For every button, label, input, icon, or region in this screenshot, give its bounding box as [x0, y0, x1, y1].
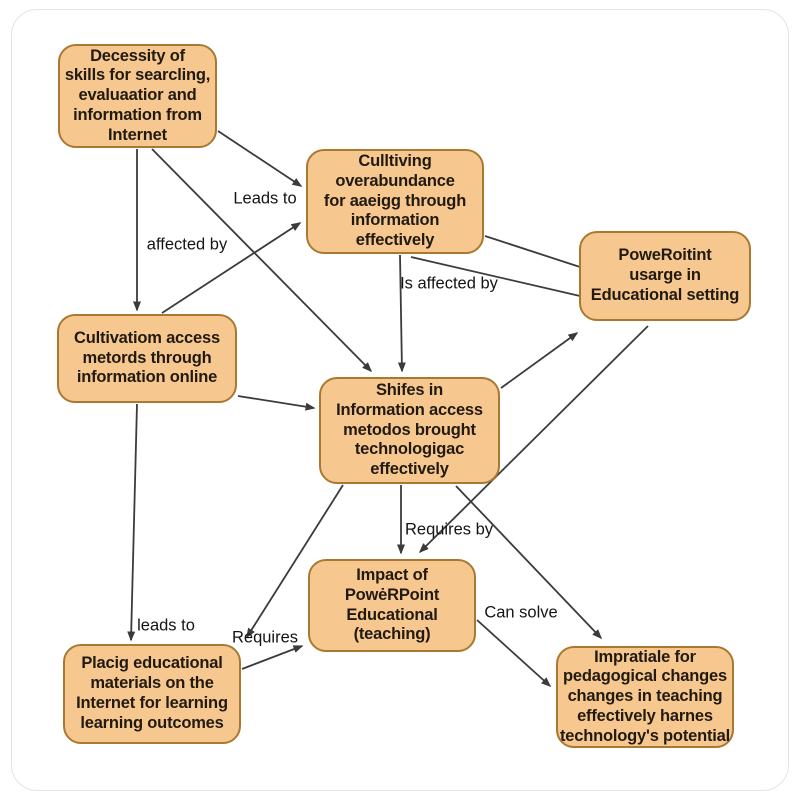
node-cultivation-access: Cultivatiom access metords through infor… — [57, 314, 237, 403]
node-label-imperative-pedagogical: Impratiale for pedagogical changes chang… — [559, 647, 731, 745]
node-label-cultivation-access: Cultivatiom access metords through infor… — [74, 328, 220, 387]
edge-placing-to-impact — [241, 645, 304, 670]
edge-label-necessity-to-cultivation: affected by — [146, 235, 228, 254]
node-necessity-skills: Decessity of skills for searcling, evalu… — [58, 44, 217, 148]
edge-shifts-to-placing — [246, 484, 344, 639]
node-label-impact-powerpoint: Impact of PowėRPoint Educational (teachi… — [344, 565, 440, 644]
edge-impact-to-imperative — [476, 619, 552, 688]
edge-shifts-to-imperative — [455, 485, 603, 640]
node-placing-materials: Placig educational materials on the Inte… — [63, 644, 241, 744]
node-label-necessity-skills: Decessity of skills for searcling, evalu… — [64, 46, 211, 144]
node-label-placing-materials: Placig educational materials on the Inte… — [76, 654, 228, 732]
node-label-powerpoint-usage: PoweRoitint usarge in Educational settin… — [590, 246, 740, 304]
edge-label-cultivation-to-cultivating: Leads to — [233, 189, 297, 208]
node-powerpoint-usage: PoweRoitint usarge in Educational settin… — [579, 231, 751, 321]
edge-label-impact-to-imperative: Can solve — [484, 603, 558, 622]
node-imperative-pedagogical: Impratiale for pedagogical changes chang… — [556, 646, 734, 748]
node-label-shifts-information-access: Shifes in Information access metodos bro… — [336, 381, 483, 479]
edge-label-cultivation-to-placing: leads to — [137, 616, 195, 635]
edge-cultivation-to-cultivating — [161, 222, 302, 314]
edge-cultivation-to-placing — [127, 403, 138, 642]
node-label-cultivating-overabundance: Culltiving overabundance for aaeigg thro… — [323, 152, 467, 250]
edge-necessity-to-shifts — [151, 148, 373, 373]
edge-cultivating-to-powerpoint-upper — [484, 235, 581, 268]
edge-powerpoint-to-impact — [418, 325, 649, 554]
edge-cultivating-to-powerpoint-lower — [410, 256, 581, 297]
edge-cultivating-to-shifts — [397, 254, 406, 373]
edge-necessity-to-cultivating — [217, 130, 303, 187]
edge-label-placing-to-impact: Requires — [231, 628, 299, 647]
edge-label-cultivating-to-shifts: Is affected by — [400, 274, 498, 293]
node-cultivating-overabundance: Culltiving overabundance for aaeigg thro… — [306, 149, 484, 254]
edge-cultivation-to-shifts — [237, 395, 316, 411]
node-shifts-information-access: Shifes in Information access metodos bro… — [319, 377, 500, 484]
edge-label-shifts-to-impact: Requires by — [404, 520, 494, 539]
edge-shifts-to-powerpoint — [500, 332, 579, 389]
node-impact-powerpoint: Impact of PowėRPoint Educational (teachi… — [308, 559, 476, 652]
